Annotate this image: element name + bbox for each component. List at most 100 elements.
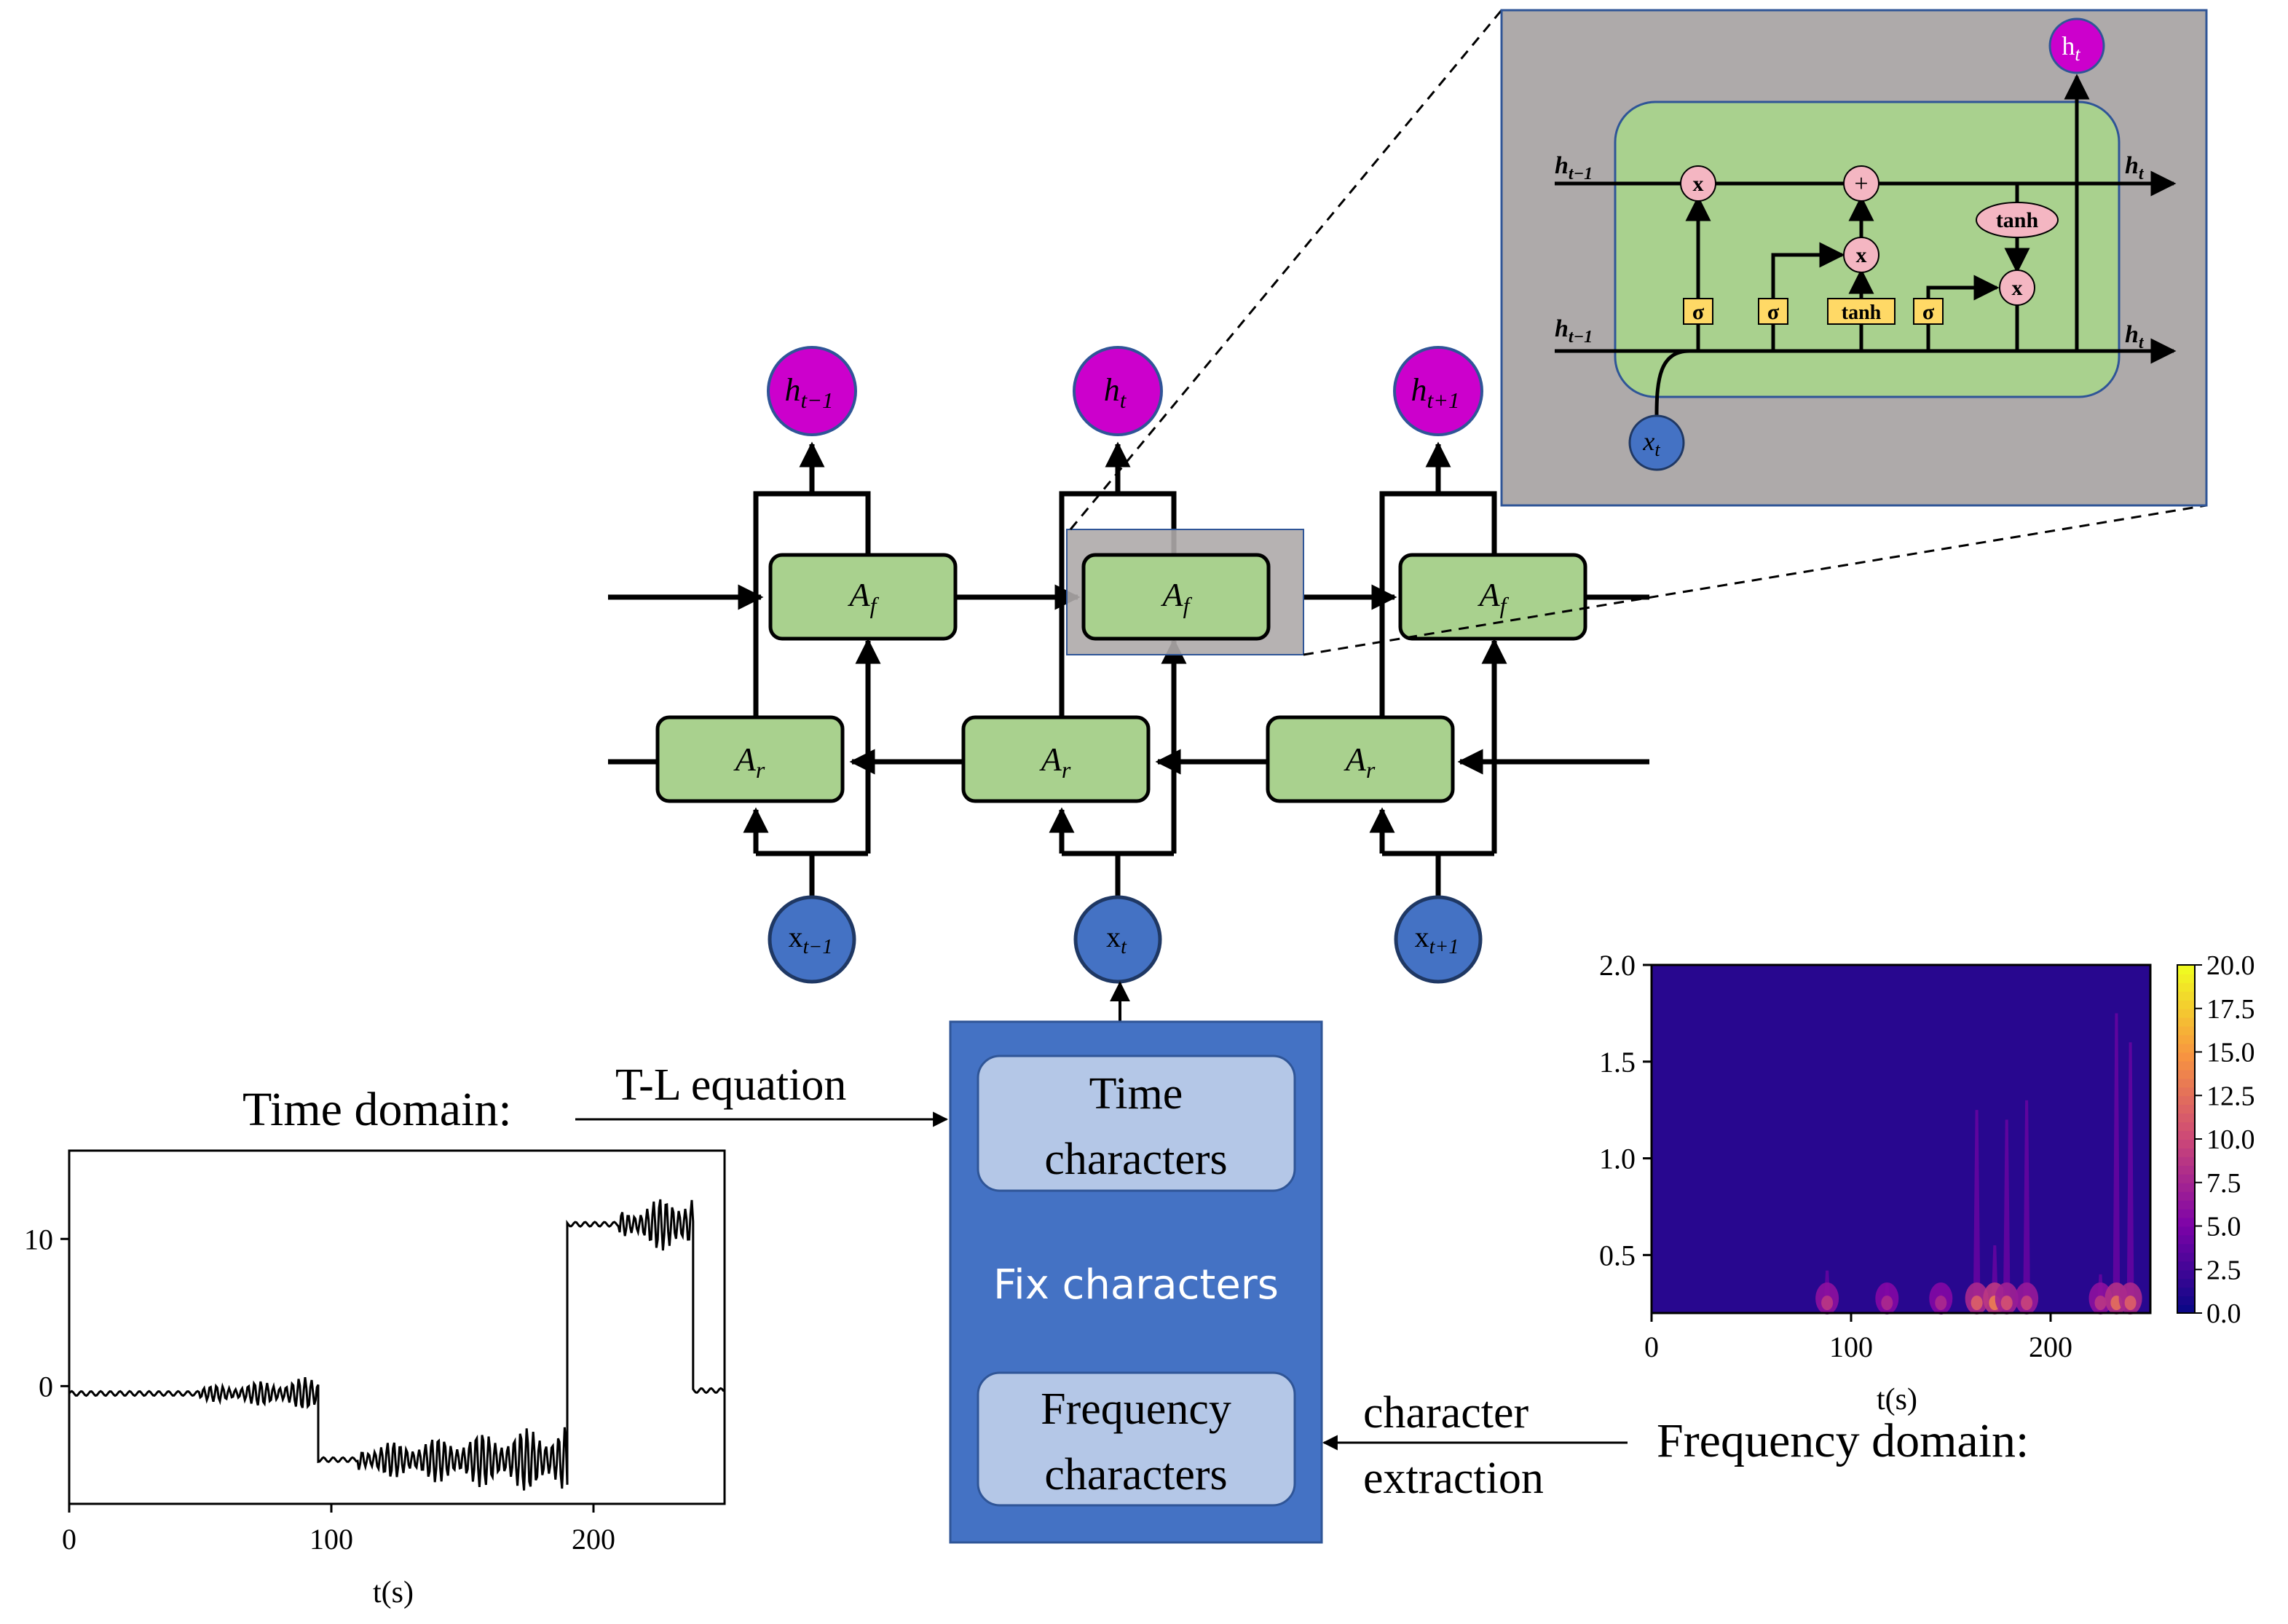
output-gate-sigma: σ: [1913, 298, 1944, 325]
spectrogram-hotspot: [2118, 1042, 2142, 1314]
svg-text:tanh: tanh: [1842, 301, 1882, 324]
forget-multiply-op: x: [1680, 165, 1716, 202]
forward-cell-1: Af: [768, 553, 958, 641]
time-characters-box: Time characters: [977, 1055, 1296, 1192]
column-connections: [743, 441, 1507, 899]
colorbar-tick-label: 17.5: [2206, 994, 2255, 1025]
annotations: Time domain: T-L equation Frequency doma…: [242, 1060, 2029, 1503]
svg-text:ht−1: ht−1: [1555, 315, 1593, 347]
input-gate-sigma: σ: [1758, 298, 1788, 325]
output-node-1: ht−1: [767, 346, 857, 436]
time-xtick-label: 200: [572, 1523, 615, 1556]
frequency-domain-label: Frequency domain:: [1657, 1414, 2029, 1467]
colorbar-tick-label: 10.0: [2206, 1124, 2255, 1155]
svg-text:Time: Time: [1089, 1069, 1183, 1119]
input-node-label: xt: [1106, 921, 1127, 958]
colorbar-tick-label: 5.0: [2206, 1212, 2241, 1242]
reverse-cell-label: Ar: [1344, 741, 1376, 783]
extraction-label: extraction: [1363, 1454, 1544, 1503]
lstm-output-node: ht: [2048, 17, 2105, 74]
spectrogram-frame: [1650, 963, 2152, 1314]
spectrogram-hotspot: [2015, 1100, 2039, 1314]
svg-text:xt: xt: [1642, 427, 1660, 460]
spectrogram-hotspot: [1965, 1110, 1989, 1314]
candidate-gate-tanh: tanh: [1827, 298, 1896, 325]
output-multiply-op: x: [1999, 269, 2035, 306]
colorbar-tick-label: 2.5: [2206, 1255, 2241, 1285]
reverse-cell-label: Ar: [1039, 741, 1071, 783]
svg-text:σ: σ: [1767, 300, 1780, 324]
spectrogram-ytick-label: 1.0: [1599, 1143, 1636, 1175]
spectrogram-xlabel: t(s): [1877, 1383, 1917, 1416]
spectrogram-ytick-label: 1.5: [1599, 1046, 1636, 1079]
colorbar-tick-label: 0.0: [2206, 1298, 2241, 1329]
colorbar-tick-label: 15.0: [2206, 1038, 2255, 1068]
time-series-line: [68, 1199, 725, 1491]
forget-gate-sigma: σ: [1683, 298, 1713, 325]
spectrogram-hotspot: [1995, 1119, 2019, 1314]
lstm-detail-panel: x + x x tanh σ σ tanh: [1500, 9, 2208, 507]
colorbar-tick-label: 12.5: [2206, 1081, 2255, 1111]
svg-text:σ: σ: [1692, 300, 1705, 324]
svg-text:σ: σ: [1922, 300, 1935, 324]
time-plot-xlabel: t(s): [373, 1576, 414, 1609]
cell-tanh-op: tanh: [1976, 202, 2059, 238]
svg-text:ht: ht: [2062, 31, 2080, 65]
tl-equation-label: T-L equation: [615, 1060, 846, 1110]
reverse-cell-label: Ar: [733, 741, 765, 783]
spectrogram-ytick-label: 0.5: [1599, 1239, 1636, 1272]
spectrogram-hotspot: [1815, 1270, 1839, 1314]
reverse-cell-2: Ar: [961, 715, 1151, 803]
spectrogram-xtick-label: 200: [2029, 1331, 2072, 1363]
spectrogram-xtick-label: 0: [1644, 1331, 1659, 1363]
lstm-label-left-top: ht−1: [1555, 152, 1593, 184]
input-node-3: xt+1: [1394, 895, 1483, 984]
bilstm-connections: [608, 584, 1649, 775]
input-node-1: xt−1: [768, 895, 856, 984]
lstm-label-right-top: ht: [2125, 152, 2145, 184]
reverse-cell-1: Ar: [655, 715, 845, 803]
forward-cell-3: Af: [1398, 553, 1587, 641]
svg-text:ht: ht: [2125, 321, 2145, 352]
svg-text:x: x: [1856, 243, 1867, 267]
svg-text:tanh: tanh: [1996, 208, 2039, 232]
output-node-label: ht: [1104, 372, 1127, 413]
spectrogram-ytick-label: 2.0: [1599, 949, 1636, 982]
zoom-line-bottom: [1303, 504, 2207, 656]
time-ytick-label: 10: [24, 1223, 53, 1256]
lstm-input-node: xt: [1628, 414, 1685, 471]
lstm-label-left-bottom: ht−1: [1555, 315, 1593, 347]
time-xtick-label: 0: [62, 1523, 76, 1556]
input-node-label: xt−1: [789, 921, 833, 958]
reverse-cell-3: Ar: [1266, 715, 1455, 803]
character-label: character: [1363, 1388, 1528, 1438]
svg-text:x: x: [2012, 276, 2023, 300]
input-node-2: xt: [1073, 895, 1162, 984]
spectrogram-background: [1652, 965, 2150, 1313]
output-node-label: ht−1: [784, 372, 833, 413]
zoom-line-top: [1069, 9, 1503, 530]
feature-box: Time characters Fix characters Frequency…: [949, 981, 1323, 1544]
output-node-2: ht: [1073, 346, 1163, 436]
output-node-3: ht+1: [1393, 346, 1483, 436]
svg-text:ht: ht: [2125, 152, 2145, 184]
colorbar-tick-label: 20.0: [2206, 950, 2255, 981]
frequency-characters-box: Frequency characters: [977, 1371, 1296, 1507]
spectrogram-hotspot: [1929, 1282, 1953, 1314]
output-node-label: ht+1: [1411, 372, 1459, 413]
highlighted-forward-cell: Af: [1081, 553, 1271, 641]
svg-text:Frequency: Frequency: [1041, 1384, 1231, 1434]
spectrogram-xtick-label: 100: [1829, 1331, 1873, 1363]
svg-text:+: +: [1854, 170, 1868, 197]
time-domain-label: Time domain:: [242, 1083, 512, 1136]
time-ytick-label: 0: [39, 1370, 53, 1403]
lstm-label-right-bottom: ht: [2125, 321, 2145, 352]
add-op: +: [1843, 165, 1879, 202]
colorbar: 0.02.55.07.510.012.515.017.520.0: [2177, 950, 2255, 1329]
spectrogram-hotspot: [1875, 1282, 1899, 1314]
svg-text:characters: characters: [1044, 1135, 1227, 1184]
